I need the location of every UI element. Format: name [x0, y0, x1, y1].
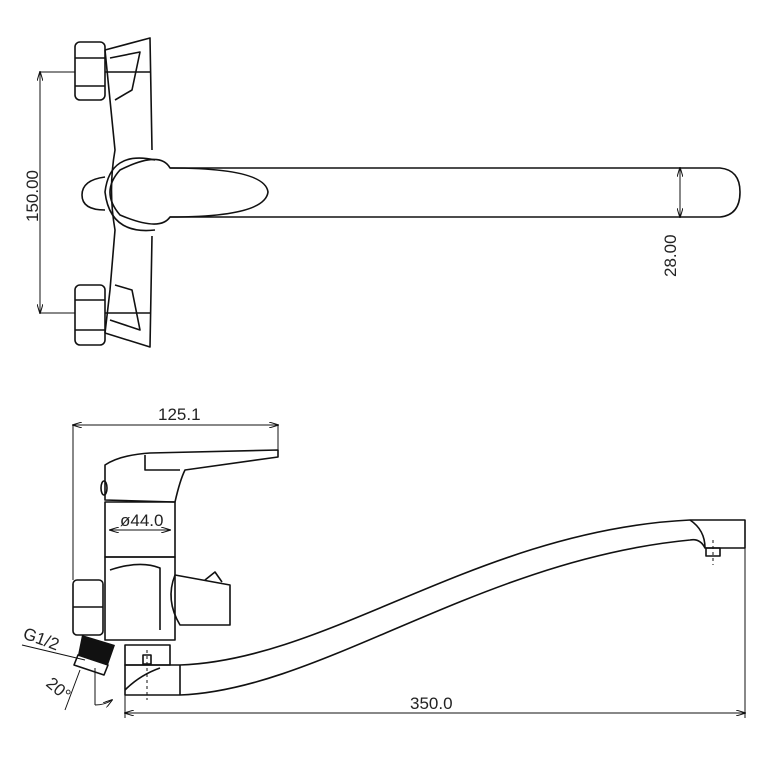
- thread-connector: [73, 635, 115, 676]
- cartridge-cap: [81, 176, 106, 211]
- top-nut: [74, 41, 106, 101]
- spout-side: [124, 519, 746, 696]
- side-view: 125.1 ø44.0 G1/2 20° 350.0: [21, 405, 745, 718]
- thread-leader-line: [21, 644, 86, 661]
- top-view: 150.00 28.00: [23, 37, 741, 348]
- spout-base-curve: [124, 667, 161, 691]
- dim-125: 125.1: [158, 405, 201, 424]
- wall-bracket: [104, 37, 153, 348]
- spout-tip-curve: [689, 519, 706, 549]
- handle-top: [169, 167, 269, 218]
- body-base: [104, 556, 176, 641]
- dim-44: ø44.0: [120, 511, 163, 530]
- angle-line: [64, 669, 81, 711]
- bracket-detail: [109, 51, 141, 331]
- bottom-nut: [74, 284, 106, 346]
- angle-arc: [94, 700, 112, 705]
- dim-28: 28.00: [661, 234, 680, 277]
- dim-150: 150.00: [23, 170, 42, 222]
- spout-top: [109, 158, 741, 225]
- escutcheon: [104, 157, 156, 232]
- angle-label: 20°: [42, 674, 74, 705]
- diverter-knob: [170, 571, 231, 626]
- indicator-button: [100, 480, 108, 496]
- lever-detail: [144, 455, 180, 471]
- lever-handle: [104, 449, 279, 503]
- dim-350: 350.0: [410, 694, 453, 713]
